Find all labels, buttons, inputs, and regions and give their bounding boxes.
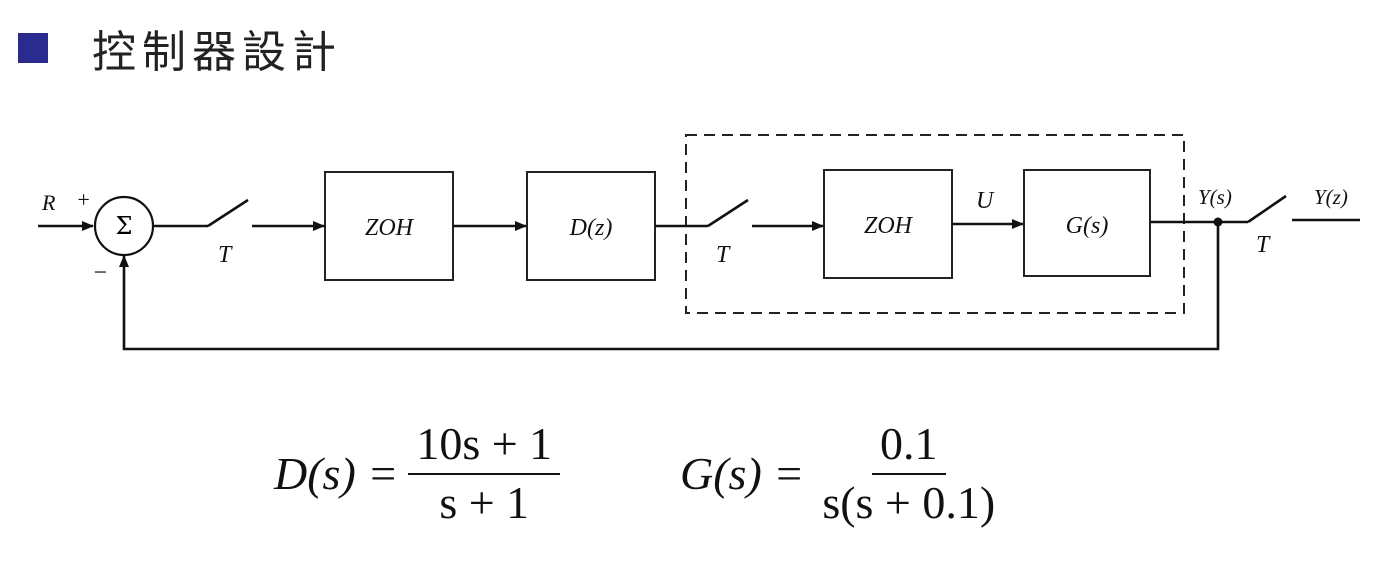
zoh2-block: [823, 169, 953, 279]
g-fraction: 0.1 s(s + 0.1): [814, 418, 1003, 530]
sampler3-switch: [1247, 194, 1287, 224]
zoh1-block: [324, 171, 454, 281]
controller-label: D(z): [569, 215, 613, 241]
plant-label: G(s): [1066, 213, 1109, 239]
g-equation-lhs: G(s) =: [680, 448, 805, 500]
g-numerator: 0.1: [872, 418, 946, 475]
title-row: 控制器設計: [18, 18, 342, 78]
controller-equation: D(s) = 10s + 1 s + 1: [274, 418, 561, 530]
u-label: U: [976, 188, 995, 214]
feedback-path: [119, 222, 1220, 351]
sampler2-label: T: [716, 242, 731, 268]
g-denominator: s(s + 0.1): [822, 476, 996, 528]
controller-block: [526, 171, 656, 281]
sum-symbol: Σ: [116, 212, 133, 240]
d-equation-lhs: D(s) =: [274, 448, 399, 500]
zoh2-label: ZOH: [864, 213, 914, 239]
yz-label: Y(z): [1314, 185, 1348, 209]
plus-sign: +: [76, 187, 91, 212]
page-title: 控制器設計: [92, 27, 342, 78]
sampler1-switch: [207, 198, 249, 228]
d-fraction: 10s + 1 s + 1: [408, 418, 561, 530]
ys-label: Y(s): [1198, 185, 1232, 209]
sampler3-label: T: [1256, 232, 1271, 258]
bullet-square-icon: [18, 33, 48, 63]
sampler1-label: T: [218, 242, 233, 268]
d-denominator: s + 1: [439, 476, 530, 528]
sampler2-switch: [707, 198, 749, 228]
plant-enclosure-dashed: [685, 134, 1185, 314]
d-numerator: 10s + 1: [408, 418, 561, 475]
input-label: R: [41, 190, 56, 215]
plant-equation: G(s) = 0.1 s(s + 0.1): [680, 418, 1003, 530]
zoh1-label: ZOH: [365, 215, 415, 241]
minus-sign: −: [92, 260, 108, 286]
